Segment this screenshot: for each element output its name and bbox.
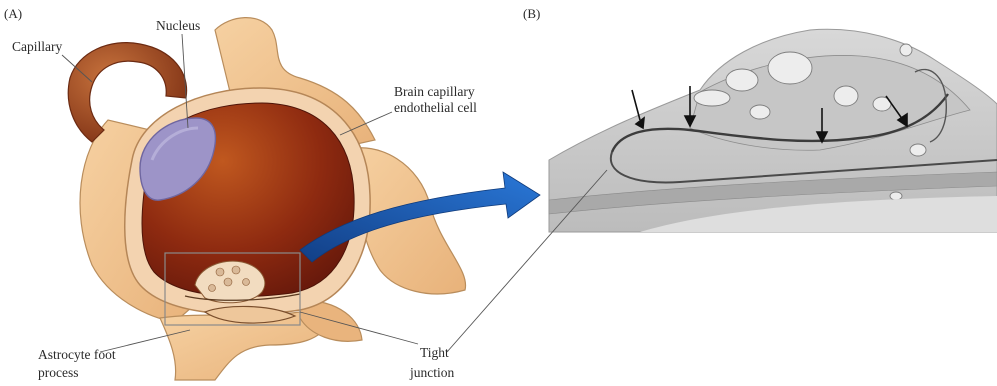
capillary-label: Capillary (12, 39, 62, 54)
endothelial-label-line2: endothelial cell (394, 100, 477, 115)
panel-a-letter: (A) (4, 6, 22, 21)
nucleus-label: Nucleus (156, 18, 200, 33)
astrocyte-label-line2: process (38, 365, 79, 380)
panel-b-letter: (B) (523, 6, 540, 21)
astrocyte-label-line1: Astrocyte foot (38, 347, 116, 362)
tight-junction-label-line2: junction (409, 365, 454, 380)
panel-a: (A) (4, 6, 540, 380)
tight-junction-label-line1: Tight (420, 345, 449, 360)
endothelial-label-line1: Brain capillary (394, 84, 475, 99)
electron-micrograph (549, 22, 997, 232)
panel-b: (B) (447, 6, 997, 352)
